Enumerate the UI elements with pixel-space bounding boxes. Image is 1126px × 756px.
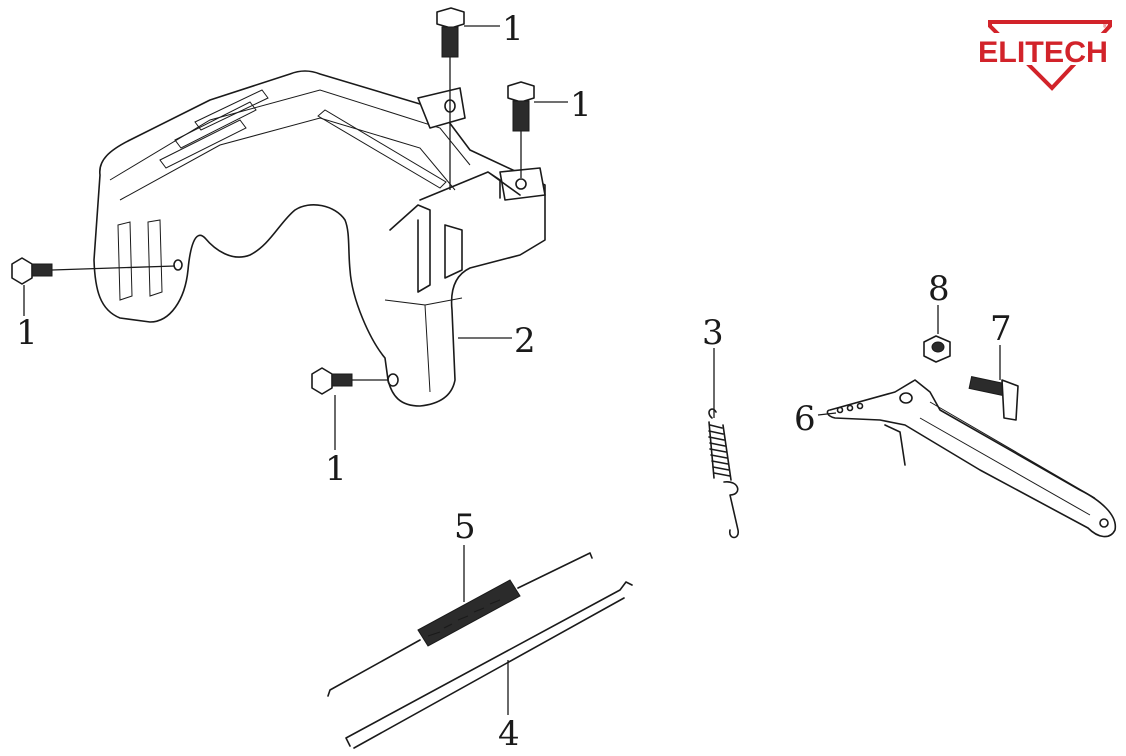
guard-hole-right (515, 178, 527, 190)
callout-rod: 4 (498, 714, 520, 754)
guard-bracket-tab-right (499, 167, 546, 201)
bolt-right-head (507, 81, 535, 103)
spring-long-wire (327, 552, 593, 697)
lever-hole-1 (836, 406, 844, 414)
logo-registered-mark: ® (1103, 23, 1108, 30)
spring-small-body (708, 421, 732, 481)
logo-text: ELITECH (978, 36, 1108, 69)
rod-part: 4 (345, 581, 633, 754)
lever-bolt-head (1001, 379, 1019, 421)
lever-tab (884, 424, 906, 466)
guard-body (93, 70, 546, 407)
guard-inner-edge (119, 117, 456, 201)
lever-groove (919, 401, 1096, 516)
bolt-left: 1 (11, 257, 176, 353)
lever-hole-2 (846, 404, 854, 412)
guard-part (93, 70, 546, 407)
callout-bolt-right: 1 (570, 85, 592, 125)
lever-part: 6 (794, 379, 1116, 538)
guard-vent-1 (159, 119, 247, 169)
spring-small-top-hook (708, 408, 717, 419)
callout-spring-long: 5 (454, 507, 476, 547)
spring-long-part: 5 (327, 507, 593, 697)
bolt-top-head (436, 7, 465, 29)
spring-small-part: 3 (702, 313, 739, 539)
spring-small-coil (708, 424, 731, 477)
bolt-right-thread (512, 100, 530, 132)
rod-wire (345, 581, 633, 747)
bolt-top-thread (441, 26, 459, 58)
guard-side-slot-2 (147, 219, 163, 297)
bolt-left-axis (51, 265, 176, 271)
guard-latch-bracket (389, 171, 521, 293)
callout-lever-bolt: 7 (990, 309, 1012, 349)
bolt-right: 1 (507, 81, 592, 178)
guard-bracket-tab-top (417, 87, 466, 129)
guard-front-face (384, 297, 463, 393)
callout-spring-small: 3 (702, 313, 724, 353)
guard-side-slot-1 (117, 221, 133, 301)
bolt-left-head (11, 257, 33, 285)
elitech-logo: ELITECH ® (976, 20, 1112, 91)
bolt-bottom: 1 (311, 367, 388, 489)
guard-vent-2 (174, 101, 257, 149)
callout-bolt-bottom: 1 (325, 449, 347, 489)
callout-nut: 8 (928, 269, 950, 309)
lever-hole-3 (856, 402, 864, 410)
lever-pivot-hole (899, 392, 913, 404)
rod-wire-edge (353, 597, 625, 749)
callout-bolt-left: 1 (16, 313, 38, 353)
guard-slot-top (317, 109, 447, 189)
bolt-top: 1 (436, 7, 524, 190)
bolt-left-thread (31, 263, 53, 277)
lever-body (826, 379, 1116, 538)
lever-bolt-part: 7 (968, 309, 1019, 421)
nut-part: 8 (923, 269, 951, 363)
lever-end-hole (1099, 518, 1109, 528)
spring-small-bottom-hook (723, 481, 739, 539)
bolt-bottom-thread (331, 373, 353, 387)
callout-bolt-top: 1 (502, 9, 524, 49)
guard-vent-3 (194, 89, 269, 131)
spring-long-coil-highlight (427, 599, 501, 637)
bolt-bottom-head (311, 367, 333, 395)
nut-hole (931, 341, 945, 353)
callout-lever: 6 (794, 399, 816, 439)
guard-hole-left (173, 259, 183, 271)
spring-long-coil (417, 579, 521, 647)
logo-text-backdrop (976, 33, 1112, 65)
callout-guard: 2 (514, 321, 536, 361)
lever-leader (817, 412, 837, 416)
